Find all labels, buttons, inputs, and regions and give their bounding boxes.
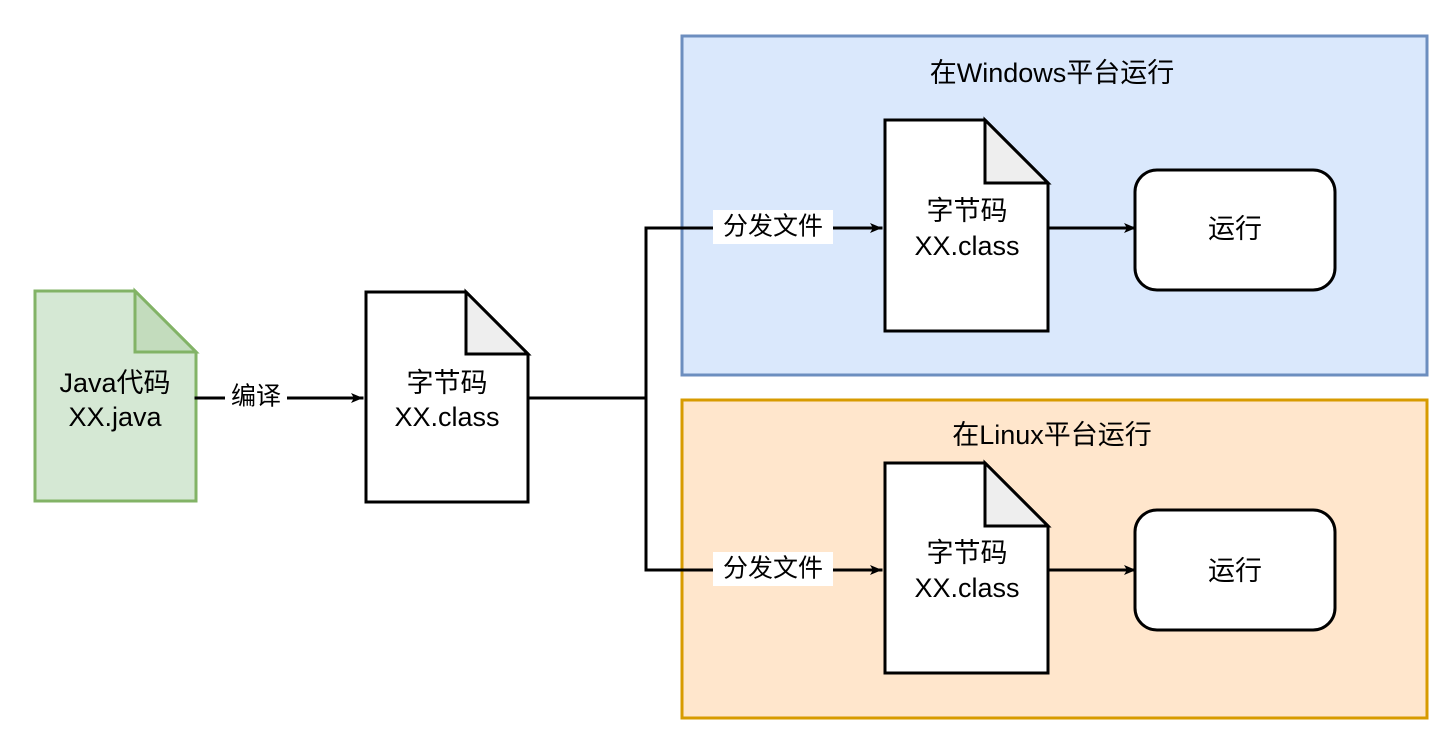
node-bytecode-linux[interactable]: 字节码 XX.class [883,459,1052,675]
edge-distribute-windows-label: 分发文件 [723,213,823,241]
edge-distribute-windows: 分发文件 [710,210,883,244]
branch-connector [526,226,714,572]
node-run-windows-box [1133,168,1337,292]
node-run-linux-box [1133,508,1337,632]
edge-distribute-linux-label: 分发文件 [723,555,823,583]
edge-compile-label: 编译 [231,383,281,411]
node-bytecode-center-label-line2: XX.class [394,402,499,432]
edge-distribute-linux-label-bg [713,552,833,586]
edge-distribute-windows-label-bg [713,210,833,244]
node-bytecode-linux-fold [983,459,1052,528]
node-run-windows[interactable]: 运行 [1133,168,1337,292]
node-bytecode-windows-label-line1: 字节码 [927,196,1008,226]
node-run-windows-label: 运行 [1208,214,1262,244]
node-java-source-label-line1: Java代码 [59,368,170,398]
panel-windows-title: 在Windows平台运行 [930,58,1175,88]
panel-linux-title: 在Linux平台运行 [952,420,1152,450]
node-bytecode-windows-fold [983,116,1052,185]
node-run-linux-label: 运行 [1208,556,1262,586]
node-bytecode-windows[interactable]: 字节码 XX.class [883,116,1052,333]
node-bytecode-linux-label-line1: 字节码 [927,538,1008,568]
edge-distribute-linux: 分发文件 [710,552,883,586]
node-run-linux[interactable]: 运行 [1133,508,1337,632]
node-bytecode-windows-label-line2: XX.class [914,231,1019,261]
node-bytecode-center[interactable]: 字节码 XX.class [364,288,532,504]
node-bytecode-center-label-line1: 字节码 [407,368,488,398]
node-java-source-label-line2: XX.java [68,402,162,432]
node-java-source-fold [133,287,200,354]
node-bytecode-center-fold [464,288,532,356]
edge-compile-label-bg [225,381,287,415]
node-java-source[interactable]: Java代码 XX.java [33,287,200,503]
edge-compile: 编译 [194,381,364,415]
node-bytecode-linux-label-line2: XX.class [914,573,1019,603]
